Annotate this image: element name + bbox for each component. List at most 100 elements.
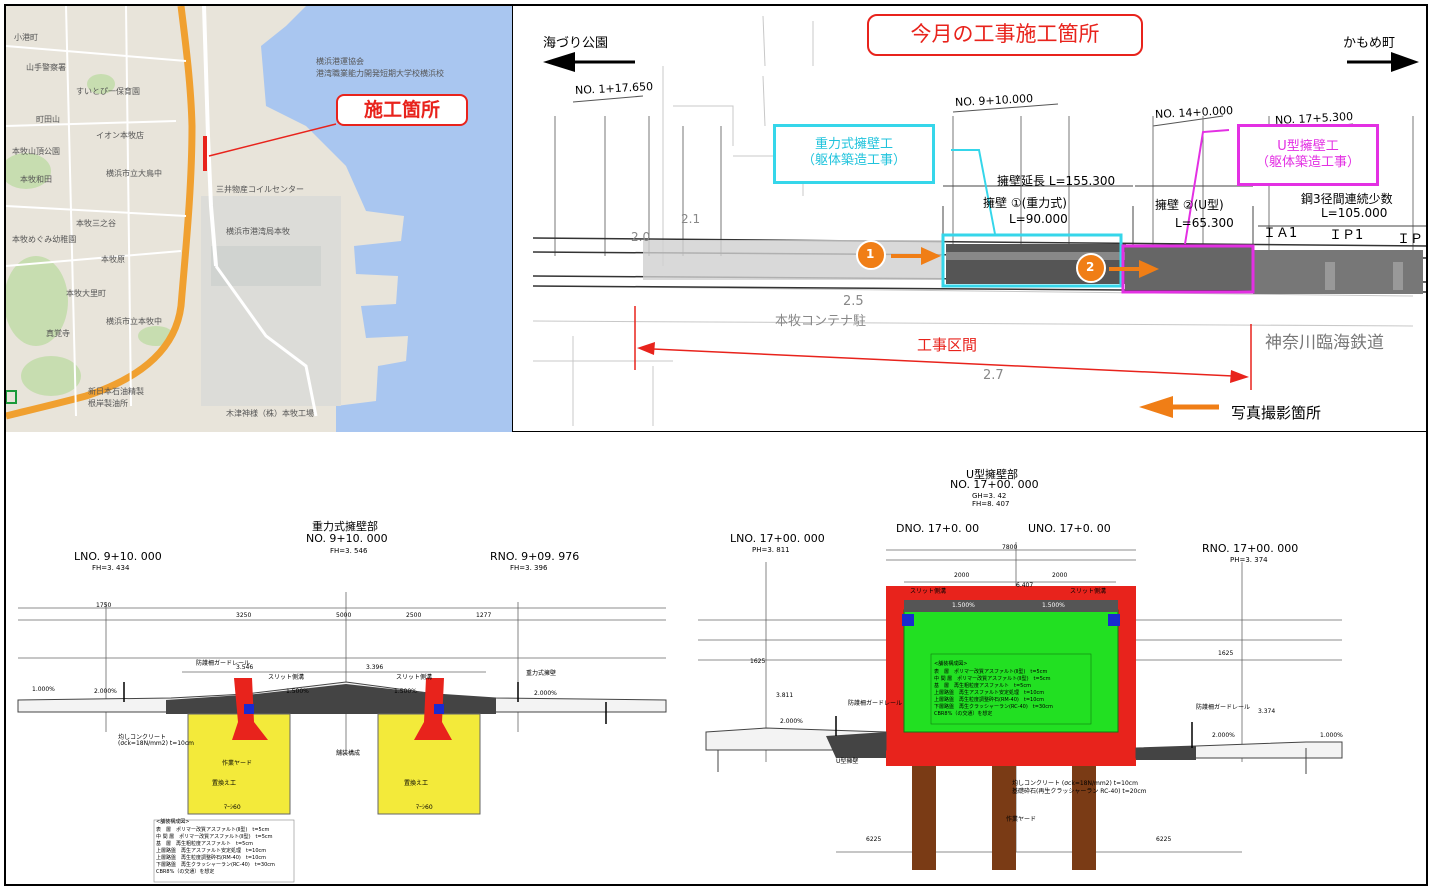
gravity-legend-title: <舗装構成図> bbox=[156, 819, 190, 825]
pier-label: ＩＡ1 bbox=[1263, 226, 1298, 241]
gravity-wall-box: 重力式擁壁工 （躯体築造工事） bbox=[773, 124, 935, 184]
gravity-pct: 1.000% bbox=[32, 686, 55, 693]
plan-title: 今月の工事施工箇所 bbox=[867, 14, 1143, 56]
u-wall-line2: （躯体築造工事） bbox=[1255, 155, 1360, 170]
u-pct: 1.000% bbox=[1320, 732, 1343, 739]
u-dim: 6225 bbox=[1156, 836, 1172, 843]
direction-right: かもめ町 bbox=[1343, 36, 1396, 51]
map-label: 新日本石油精製 bbox=[88, 387, 144, 396]
outer-frame bbox=[4, 4, 1428, 886]
gravity-dim: 2500 bbox=[406, 612, 422, 619]
gravity-title: 重力式擁壁部 bbox=[312, 520, 378, 533]
gravity-note: スリット側溝 bbox=[268, 674, 305, 681]
gravity-dim: 1750 bbox=[96, 602, 112, 609]
map-label: 真覚寺 bbox=[46, 329, 70, 338]
cross-sections: 重力式擁壁部 NO. 9+10. 000 FH=3. 546 LNO. 9+10… bbox=[6, 432, 1426, 884]
gravity-wall-line2: （躯体築造工事） bbox=[801, 153, 906, 168]
site-callout: 施工箇所 bbox=[336, 94, 468, 126]
u-legend-row: 中 間 層 ポリマー改質アスファルト(Ⅱ型) t=5cm bbox=[934, 676, 1051, 682]
railway-label: 神奈川臨海鉄道 bbox=[1265, 333, 1384, 353]
map-label: 本牧めぐみ幼稚園 bbox=[12, 235, 77, 244]
u-pct: 2.000% bbox=[1212, 732, 1235, 739]
gravity-rfh: FH=3. 396 bbox=[510, 564, 548, 572]
u-note: スリット側溝 bbox=[1070, 588, 1107, 595]
gravity-note: 防護柵ガードレール bbox=[196, 660, 251, 667]
sections-graphic bbox=[17, 542, 1343, 883]
direction-left: 海づり公園 bbox=[543, 36, 609, 51]
marker-1: 1 bbox=[866, 247, 875, 261]
u-note: 防護柵ガードレール bbox=[1196, 704, 1251, 711]
gravity-dim: 5000 bbox=[336, 612, 352, 619]
gravity-note: 置換え工 bbox=[404, 780, 429, 787]
gravity-legend-row: 上層路盤 再生粒度調整砕石(RM-40) t=10cm bbox=[156, 855, 266, 861]
map-label: 山手警察署 bbox=[26, 63, 66, 72]
u-wall-line1: U型擁壁工 bbox=[1277, 139, 1339, 154]
u-legend-title: <舗装構成図> bbox=[934, 661, 968, 667]
u-note: 3.811 bbox=[776, 692, 794, 699]
map-label: 小港町 bbox=[14, 33, 38, 42]
gravity-note: ﾏｰｼ60 bbox=[224, 804, 241, 811]
map-label: 横浜市港湾局本牧 bbox=[226, 227, 290, 236]
u-dim: 2000 bbox=[954, 572, 970, 579]
section-label: 工事区間 bbox=[917, 336, 978, 354]
gravity-legend-row: 中 間 層 ポリマー改質アスファルト(Ⅱ型) t=5cm bbox=[156, 834, 273, 840]
road-num: 2.1 bbox=[681, 212, 701, 226]
u-note: 基礎砕石(再生クラッシャーラン RC-40) t=20cm bbox=[1012, 788, 1147, 795]
gravity-note: 3.396 bbox=[366, 664, 384, 671]
road-num: 2.5 bbox=[843, 294, 864, 309]
u-note: 均しコンクリート (σck=18N/mm2) t=10cm bbox=[1012, 780, 1138, 787]
gravity-note: 作業ヤード bbox=[222, 760, 253, 767]
u-lno: LNO. 17+00. 000 bbox=[730, 532, 825, 545]
u-note: 防護柵ガードレール bbox=[848, 700, 903, 707]
road-num: 2.0 bbox=[631, 230, 651, 244]
map-label: 本牧原 bbox=[101, 255, 125, 264]
map-label: イオン本牧店 bbox=[96, 131, 144, 140]
u-lfh: PH=3. 811 bbox=[752, 546, 790, 554]
plan-view: 今月の工事施工箇所 海づり公園 かもめ町 NO. 1+17.650 NO. 9+… bbox=[512, 6, 1427, 432]
u-dim: 2000 bbox=[1052, 572, 1068, 579]
u-fh: FH=8. 407 bbox=[972, 500, 1010, 508]
gravity-dim: 1277 bbox=[476, 612, 492, 619]
u-note: U型擁壁 bbox=[836, 758, 859, 765]
wall2-length: L=65.300 bbox=[1175, 216, 1234, 230]
wall-total-length: 擁壁延長 L=155.300 bbox=[997, 174, 1116, 188]
gravity-legend-row: CBR8%（の交通）を想定 bbox=[156, 869, 215, 875]
map-label: すいとぴ一保育園 bbox=[76, 87, 140, 96]
gravity-no: NO. 9+10. 000 bbox=[306, 532, 388, 545]
gravity-lno: LNO. 9+10. 000 bbox=[74, 550, 162, 563]
map-label: 横浜港運協会 bbox=[316, 57, 364, 66]
u-pct: 2.000% bbox=[780, 718, 803, 725]
u-legend-row: 表 層 ポリマー改質アスファルト(Ⅱ型) t=5cm bbox=[934, 669, 1048, 675]
u-wall-box: U型擁壁工 （躯体築造工事） bbox=[1237, 124, 1379, 186]
map-label: 本牧大里町 bbox=[66, 289, 106, 298]
company-label: 本牧コンテナ駐 bbox=[775, 314, 867, 329]
gravity-note: (σck=18N/mm2) t=10cm bbox=[118, 740, 195, 747]
u-legend-row: 上層路盤 再生粒度調整砕石(RM-40) t=10cm bbox=[934, 697, 1044, 703]
u-dno: DNO. 17+0. 00 bbox=[896, 522, 980, 535]
marker-2: 2 bbox=[1086, 260, 1095, 274]
gravity-section bbox=[17, 592, 667, 883]
gravity-note: 均しコンクリート bbox=[118, 734, 167, 741]
bridge-name: 鋼3径間連続少数 bbox=[1301, 192, 1393, 206]
pier-label: ＩＰ bbox=[1397, 232, 1424, 247]
u-note: スリット側溝 bbox=[910, 588, 947, 595]
map-label: 木津神様（株）本牧工場 bbox=[226, 409, 314, 418]
gravity-pct: 1.500% bbox=[286, 688, 309, 695]
map-label: 本牧三之谷 bbox=[76, 219, 116, 228]
gravity-note: ﾏｰｼ60 bbox=[416, 804, 433, 811]
pier-label: ＩＰ1 bbox=[1329, 228, 1364, 243]
u-dim: 7800 bbox=[1002, 544, 1018, 551]
gravity-legend-row: 基 層 再生粗粒度アスファルト t=5cm bbox=[156, 841, 253, 847]
map-label: 町田山 bbox=[36, 115, 60, 124]
u-dim: 6225 bbox=[866, 836, 882, 843]
gravity-wall-line1: 重力式擁壁工 bbox=[814, 137, 893, 152]
gravity-note: 舗装構成 bbox=[336, 750, 361, 757]
wall2-name: 擁壁 ②(U型) bbox=[1155, 198, 1224, 212]
gravity-note: 3.546 bbox=[236, 664, 254, 671]
plan-graphic bbox=[532, 15, 1427, 426]
wall1-name: 擁壁 ①(重力式) bbox=[983, 196, 1067, 210]
u-pct: 1.500% bbox=[1042, 602, 1065, 609]
u-dim: 1625 bbox=[750, 658, 766, 665]
location-map: 施工箇所 小港町 山手警察署 すいとぴ一保育園 町田山 イオン本牧店 本牧山頂公… bbox=[6, 6, 512, 432]
u-pct: 1.500% bbox=[952, 602, 975, 609]
